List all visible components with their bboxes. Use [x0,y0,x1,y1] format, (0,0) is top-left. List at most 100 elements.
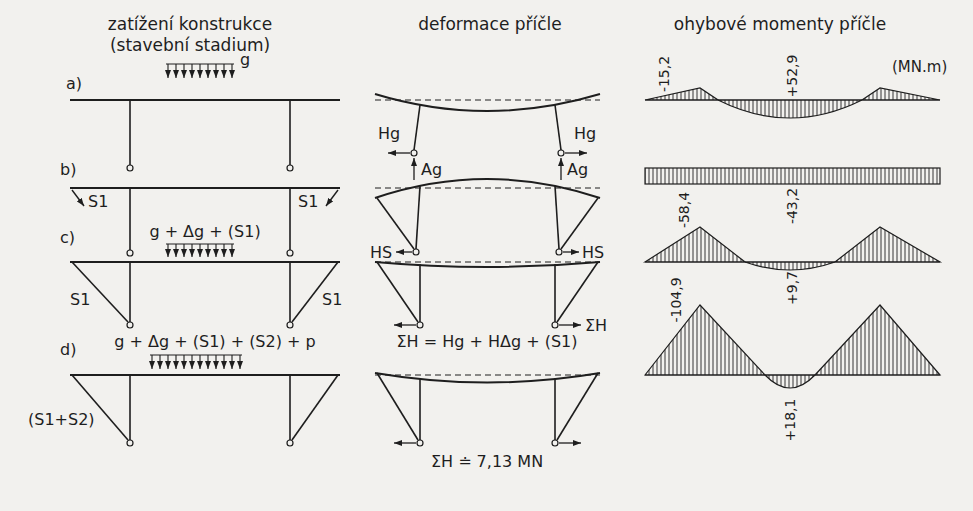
deformation-d [375,375,600,376]
structure-d [70,375,340,446]
load-arrows-d [175,355,176,369]
moment-diagram-c [745,262,835,270]
moment-value: +9,7 [784,271,801,305]
load-arrows-d [183,355,184,369]
load-arrows-a [231,64,232,78]
load-arrows-d [223,355,224,369]
moment-diagram-c [645,227,940,270]
moment-diagram-d [645,305,765,375]
structure-c [70,261,340,263]
load-arrows-a [207,64,208,78]
deformation-b [396,251,412,252]
load-arrows-d [199,355,200,369]
load-arrows-d [207,355,208,369]
force-label: ΣH [585,316,607,335]
moment-diagram-a [718,100,862,118]
structure-d [127,440,133,446]
load-arrows-a [167,64,168,78]
deformation-b [416,186,420,249]
moment-value: -15,2 [656,56,673,92]
moment-value: -104,9 [668,277,685,322]
column-heading: deformace příčle [418,14,562,34]
deformation-c [557,262,598,322]
structure-a [127,165,133,171]
structure-d [289,375,291,440]
deformation-b [563,251,579,252]
load-arrows-a [223,64,224,78]
force-label: Hg [574,124,596,143]
structure-a [129,100,131,165]
deformation-d [417,440,423,446]
load-label: g + Δg + (S1) [149,222,260,241]
deformation-a [411,150,417,156]
deformation-d [377,373,418,440]
deformation-d [419,378,421,440]
load-arrows-a [191,64,192,78]
load-arrows-d [150,354,242,355]
deformation-c [375,262,600,328]
load-arrows-d [191,355,192,369]
force-label: HS [370,243,392,262]
load-arrows-a [183,64,184,78]
structure-b [287,250,293,256]
deformation-d [375,373,600,383]
force-equation: ΣH ≐ 7,13 MN [431,452,543,471]
case-letter: a) [66,74,82,93]
structure-a [287,165,293,171]
case-letter: c) [60,228,75,247]
deformation-b [555,186,559,249]
deformation-b [561,198,598,249]
structure-c [289,262,291,322]
deformation-a [375,100,600,101]
moment-diagram-d [645,305,940,388]
load-arrows-c [183,244,184,257]
force-label: (S1+S2) [28,410,95,429]
deformation-c [417,322,423,328]
load-arrows-d [150,355,242,369]
deformation-d [557,373,598,440]
load-arrows-a [166,64,234,78]
force-label: S1 [322,290,342,309]
deformation-b [375,179,600,255]
structure-b [129,188,131,250]
moment-diagram-b [645,168,940,184]
force-label: Hg [378,124,400,143]
column-heading: ohybové momenty příčle [674,14,886,34]
load-label: g + Δg + (S1) + (S2) + p [114,332,315,351]
deformation-c [375,262,600,263]
load-arrows-c [199,244,200,257]
load-arrows-c [166,244,234,257]
deformation-a [414,105,420,150]
deformation-b [556,249,562,255]
moment-diagram-b [645,168,940,184]
load-arrows-c [167,244,168,257]
structure-b [326,190,338,206]
deformation-d [394,442,416,443]
deformation-b [377,198,414,249]
load-arrows-d [215,355,216,369]
deformation-c [419,264,421,322]
moment-value: +18,1 [782,399,799,442]
load-arrows-c [215,244,216,257]
force-label: HS [582,243,604,262]
structure-b [127,250,133,256]
moment-value: -58,4 [676,192,693,228]
load-arrows-a [199,64,200,78]
deformation-d [554,378,556,440]
structure-d [129,375,131,440]
deformation-a [413,158,414,180]
structure-b [70,187,340,189]
case-letter: b) [60,160,76,179]
deformation-d [552,440,558,446]
structure-b [72,190,84,206]
column-heading: zatížení konstrukce [108,14,272,34]
force-label: Ag [421,160,442,179]
moment-value: -43,2 [784,188,801,224]
moment-value: +52,9 [784,55,801,98]
force-label: S1 [298,192,318,211]
structure-c [127,322,133,328]
structure-d [287,440,293,446]
structure-a [70,100,340,171]
structure-c [287,322,293,328]
load-arrows-a [215,64,216,78]
